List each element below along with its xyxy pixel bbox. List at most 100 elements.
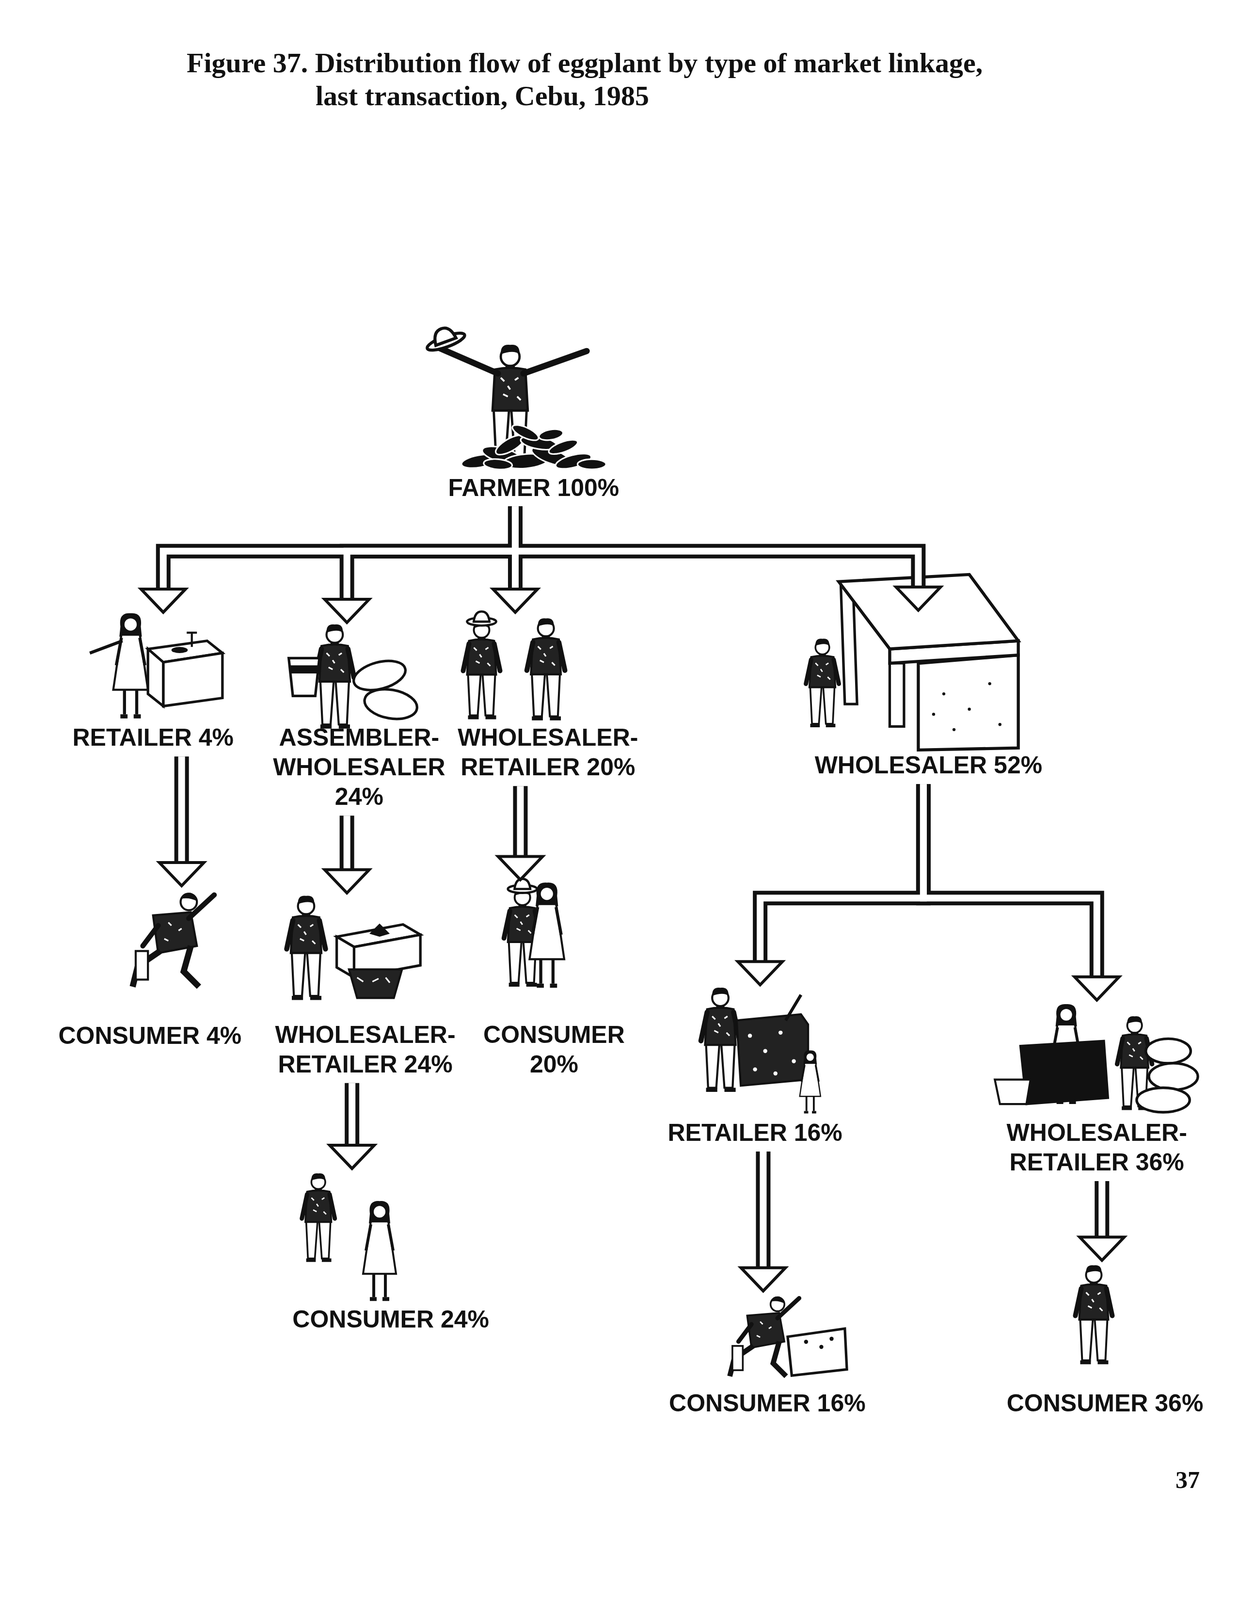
- arrow-channel: [1098, 1180, 1106, 1239]
- illustration-part: [492, 344, 528, 462]
- arrow-outlines: [163, 506, 1102, 1270]
- illustration-part: [932, 712, 936, 716]
- figure-space: [442, 331, 625, 474]
- illustration-part: [700, 987, 740, 1090]
- illustration-part: [889, 663, 904, 727]
- illustration-part: [819, 1344, 824, 1349]
- illustration-part: [747, 1033, 752, 1038]
- arrow-channel: [759, 1151, 767, 1270]
- arrow-channel: [515, 506, 919, 589]
- actor-label: RETAILER 16%: [667, 1117, 842, 1148]
- illustration-part: [113, 613, 149, 717]
- illustration-part: [1136, 1087, 1190, 1113]
- figure-space: [989, 1000, 1205, 1118]
- market-actor: FARMER 100%: [442, 331, 625, 507]
- illustration-part: [492, 344, 528, 462]
- figure-title: Figure 37. Distribution flow of eggplant…: [186, 46, 1011, 113]
- flow-arrow: [174, 756, 190, 864]
- illustration-part: [463, 619, 501, 717]
- illustration-part: [422, 321, 467, 354]
- illustration-part: [1145, 1038, 1192, 1064]
- illustration-part: [1148, 1063, 1198, 1090]
- figure-space: [269, 892, 461, 1020]
- illustration-part: [132, 892, 215, 987]
- arrow-channel: [760, 783, 924, 963]
- illustration-part: [369, 923, 390, 937]
- figure-space: [52, 885, 248, 1021]
- figure-space: [286, 1168, 495, 1305]
- market-actor: ASSEMBLER- WHOLESALER 24%: [267, 622, 452, 816]
- illustration-part: [538, 427, 564, 442]
- illustration-part: [778, 1030, 783, 1035]
- arrow-channel: [343, 815, 351, 871]
- illustration-part: [967, 707, 971, 711]
- illustration-part: [460, 421, 607, 472]
- illustration-part: [349, 969, 402, 998]
- arrow-head: [740, 1267, 786, 1291]
- market-actor: CONSUMER 4%: [52, 885, 248, 1055]
- illustration-part: [186, 632, 197, 647]
- illustration-part: [791, 1059, 796, 1064]
- flow-arrow: [755, 1151, 771, 1270]
- actor-label: FARMER 100%: [447, 473, 620, 503]
- illustration-part: [988, 682, 992, 685]
- illustration-part: [357, 977, 390, 983]
- illustration-part: [952, 728, 956, 731]
- consumer-figure: [301, 1173, 397, 1299]
- actor-label: WHOLESALER- RETAILER 36%: [1002, 1117, 1192, 1177]
- arrow-heads: [141, 587, 1125, 1291]
- actor-label: ASSEMBLER- WHOLESALER 24%: [272, 722, 446, 812]
- illustration-part: [773, 1071, 778, 1076]
- illustration-part: [301, 1173, 335, 1260]
- wholesaler-retailer-figure: [286, 895, 421, 999]
- market-actor: WHOLESALER- RETAILER 24%: [269, 892, 461, 1083]
- actor-label: CONSUMER 24%: [292, 1304, 490, 1335]
- arrow-head: [329, 1144, 375, 1169]
- illustration-part: [918, 654, 1018, 750]
- illustration-part: [526, 618, 565, 718]
- flow-arrow: [339, 815, 355, 871]
- market-actor: WHOLESALER- RETAILER 20%: [451, 612, 644, 786]
- flow-arrow: [512, 785, 528, 858]
- arrow-head: [1079, 1237, 1125, 1261]
- arrow-head: [324, 599, 370, 623]
- illustration-part: [436, 347, 587, 374]
- arrow-head: [895, 587, 941, 611]
- page-number: 37: [1175, 1464, 1200, 1494]
- illustration-part: [804, 1339, 809, 1344]
- illustration-part: [163, 652, 223, 706]
- illustration-part: [510, 421, 541, 444]
- flow-arrow: [515, 506, 919, 589]
- market-actor: RETAILER 16%: [661, 984, 848, 1152]
- market-actor: WHOLESALER- RETAILER 36%: [989, 1000, 1205, 1181]
- illustration-part: [288, 657, 320, 696]
- illustration-part: [785, 994, 802, 1021]
- illustration-part: [932, 682, 1002, 731]
- illustration-part: [466, 611, 496, 626]
- consumer-figure: [730, 1296, 848, 1377]
- illustration-part: [286, 895, 326, 999]
- illustration-part: [483, 458, 513, 471]
- consumer-figure: [132, 892, 215, 987]
- illustration-part: [799, 1049, 821, 1113]
- illustration-part: [147, 649, 164, 707]
- illustration-part: [736, 1014, 809, 1086]
- figure-space: [451, 612, 644, 723]
- figure-space: [66, 612, 240, 723]
- retailer-figure: [700, 987, 821, 1113]
- actor-label: CONSUMER 20%: [483, 1019, 625, 1080]
- wholesaler-stall-figure: [806, 574, 1019, 750]
- arrow-head: [1074, 976, 1120, 1001]
- illustration-part: [806, 638, 840, 726]
- illustration-part: [89, 640, 123, 653]
- figure-space: [809, 610, 1049, 751]
- arrow-head: [141, 588, 186, 613]
- figure-space: [1000, 1260, 1210, 1389]
- illustration-part: [747, 1030, 796, 1076]
- market-actor: WHOLESALER 52%: [809, 610, 1049, 784]
- actor-label: WHOLESALER- RETAILER 20%: [457, 722, 638, 782]
- figure-space: [663, 1290, 872, 1389]
- market-actor: CONSUMER 16%: [663, 1290, 872, 1422]
- illustration-part: [362, 685, 420, 723]
